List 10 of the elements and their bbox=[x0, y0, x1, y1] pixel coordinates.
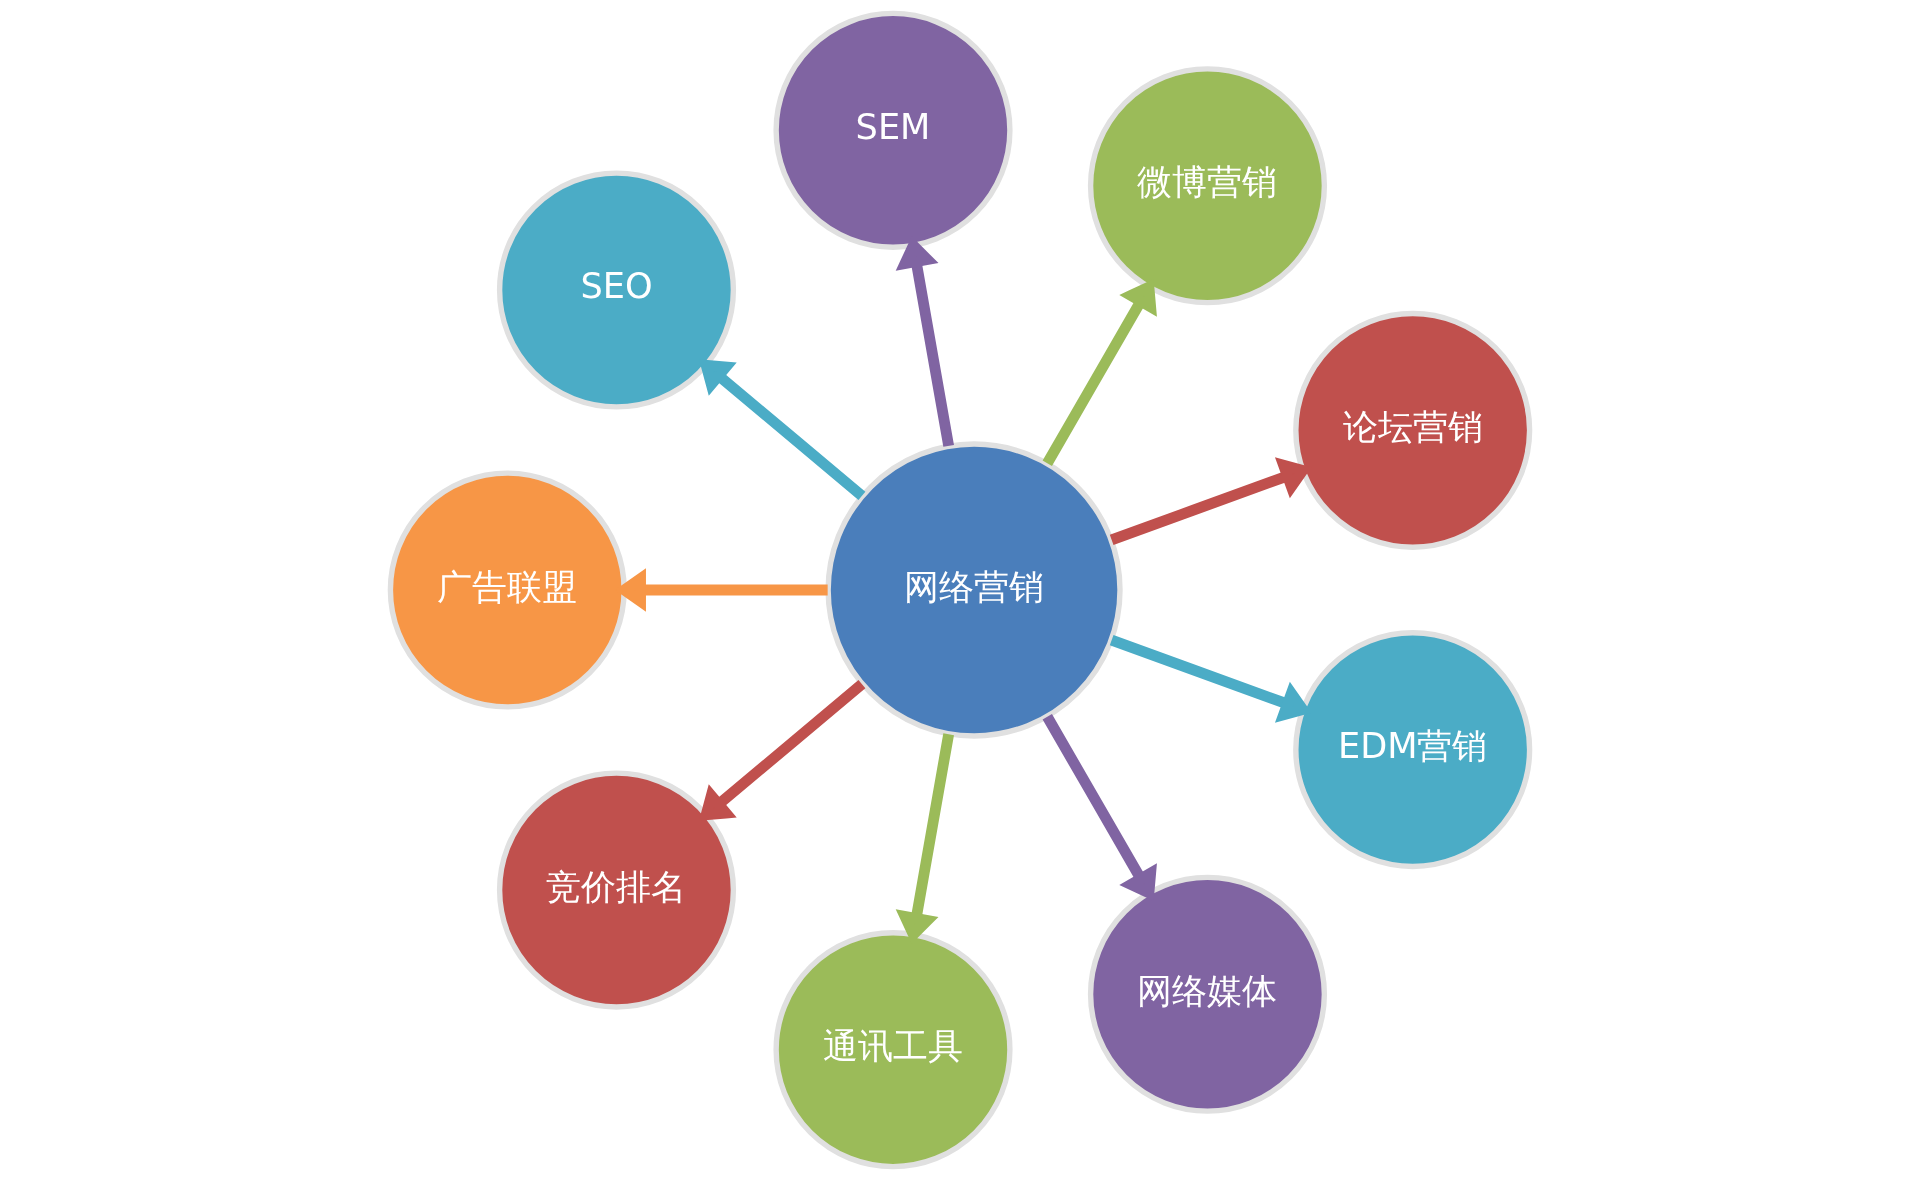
node-circle: 通讯工具 bbox=[773, 930, 1013, 1170]
arrow bbox=[698, 679, 866, 821]
node-circle: 网络营销 bbox=[825, 441, 1123, 739]
node-circle: SEM bbox=[773, 10, 1013, 250]
arrow bbox=[698, 359, 866, 501]
node-circle: EDM营销 bbox=[1293, 630, 1533, 870]
node-circle: 论坛营销 bbox=[1293, 310, 1533, 550]
node-circle: 微博营销 bbox=[1087, 66, 1328, 306]
node-circle: 网络媒体 bbox=[1087, 874, 1328, 1114]
node-circle: 广告联盟 bbox=[387, 470, 627, 710]
